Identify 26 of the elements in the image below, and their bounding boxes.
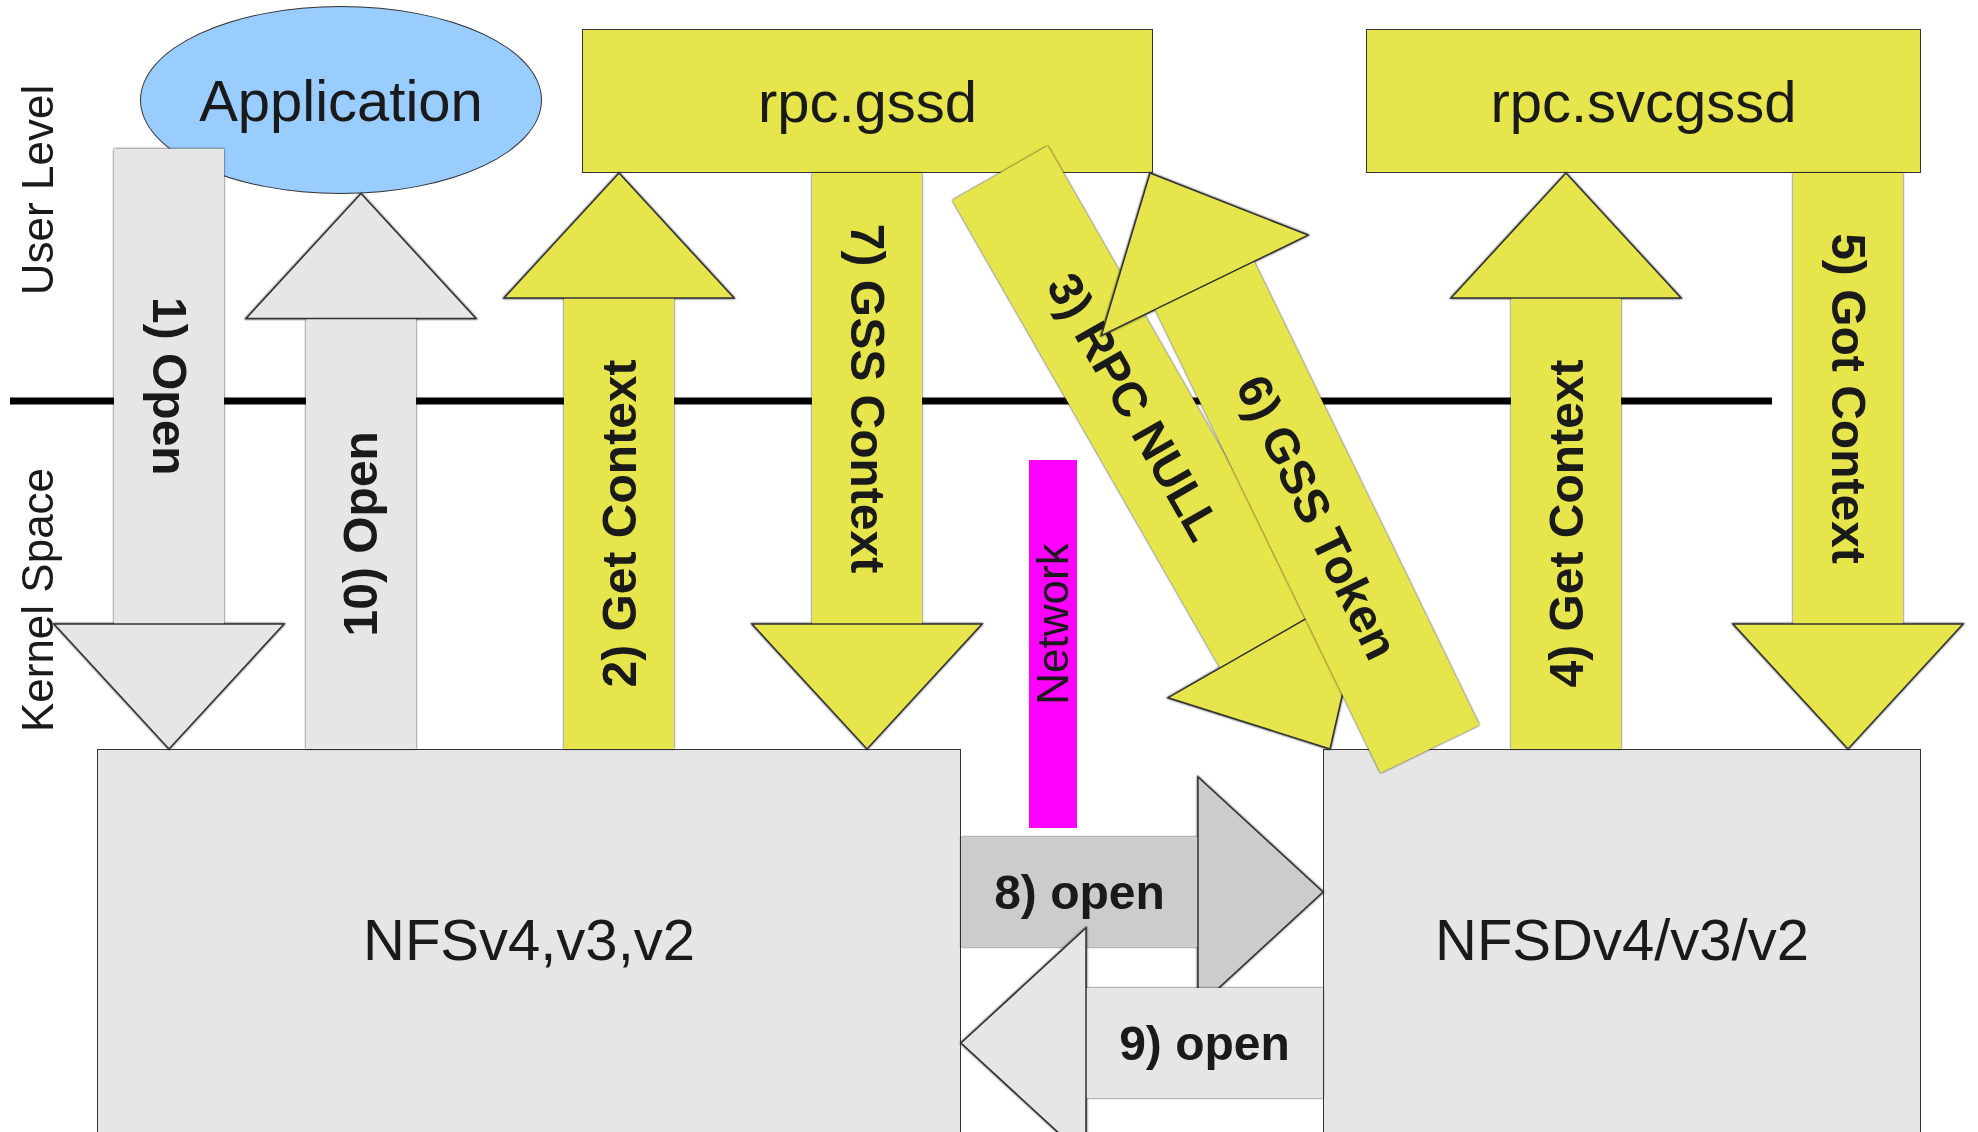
edge-label: 2) Get Context	[592, 359, 646, 688]
edge-label: 10) Open	[334, 431, 388, 637]
edge-label: 9) open	[1119, 1016, 1290, 1070]
block-arrow	[53, 148, 285, 750]
edge-label: 7) GSS Context	[840, 223, 894, 574]
node-label: Network	[1028, 543, 1078, 705]
process-box	[582, 29, 1153, 173]
node-label: Application	[199, 66, 483, 134]
network-bar	[1029, 460, 1077, 828]
level-label: User Level	[13, 84, 63, 296]
edge-label: 1) Open	[142, 297, 196, 476]
block-arrow	[1450, 172, 1682, 749]
edge-label: 8) open	[994, 865, 1165, 919]
node-label: NFSDv4/v3/v2	[1435, 905, 1809, 973]
edge-label: 4) Get Context	[1539, 359, 1593, 688]
node-label: rpc.svcgssd	[1490, 67, 1797, 135]
process-box	[97, 749, 961, 1132]
edge-label: 6) GSS Token	[1226, 366, 1409, 668]
node-label: NFSv4,v3,v2	[363, 905, 695, 973]
level-label: Kernel Space	[13, 467, 63, 733]
edge-label: 5) Got Context	[1821, 233, 1875, 564]
block-arrow	[503, 172, 735, 749]
node-label: rpc.gssd	[757, 67, 978, 135]
process-box	[1323, 749, 1921, 1132]
block-arrow	[1732, 173, 1964, 750]
process-box	[1366, 29, 1921, 173]
